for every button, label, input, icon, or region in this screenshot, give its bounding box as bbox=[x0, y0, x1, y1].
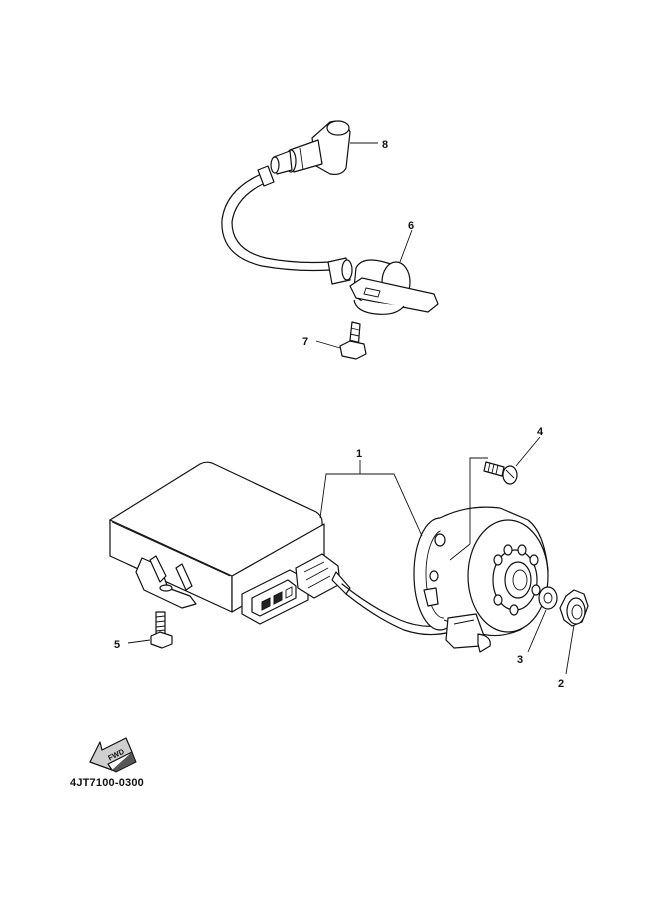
leader-lines bbox=[127, 142, 575, 675]
cdi-unit bbox=[109, 461, 351, 625]
cdi-bolt bbox=[150, 611, 173, 649]
callout-5: 5 bbox=[114, 639, 120, 651]
callout-labels: 1 2 3 4 5 6 7 8 bbox=[114, 139, 564, 690]
callout-8: 8 bbox=[382, 139, 388, 151]
spark-plug-cap bbox=[270, 120, 351, 175]
callout-6: 6 bbox=[408, 220, 414, 232]
ignition-coil bbox=[327, 257, 439, 315]
callout-1: 1 bbox=[356, 448, 362, 460]
callout-2: 2 bbox=[558, 678, 564, 690]
stator-bolt bbox=[483, 461, 518, 485]
stator-assembly bbox=[413, 506, 549, 653]
flange-nut bbox=[559, 589, 589, 627]
washer bbox=[538, 586, 558, 610]
reference-code: 4JT7100-0300 bbox=[70, 777, 144, 789]
coil-bolt bbox=[339, 321, 367, 360]
callout-7: 7 bbox=[302, 336, 308, 348]
callout-4: 4 bbox=[537, 426, 544, 438]
callout-3: 3 bbox=[517, 654, 523, 666]
ignition-lead bbox=[221, 165, 331, 272]
fwd-arrow-icon: FWD bbox=[89, 737, 137, 773]
